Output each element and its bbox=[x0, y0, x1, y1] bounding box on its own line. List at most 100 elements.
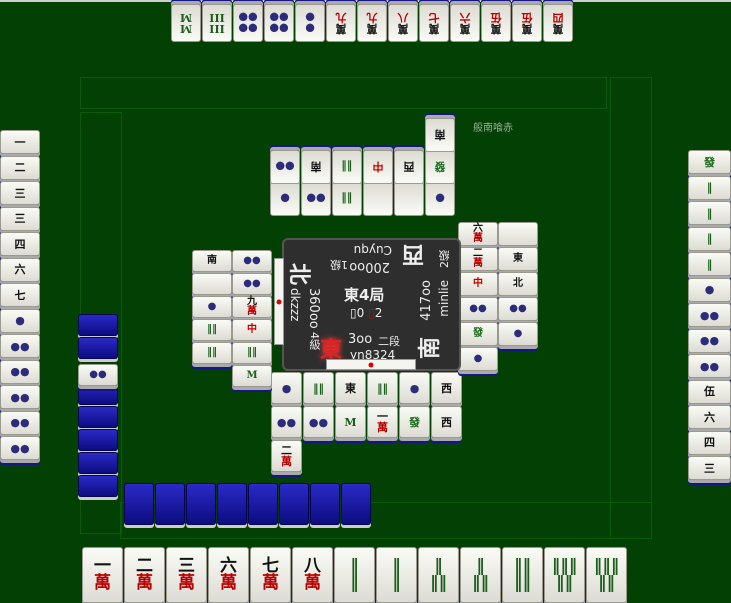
tile-face: ● bbox=[409, 381, 420, 395]
discard-tile: 西 bbox=[431, 406, 462, 438]
tile-face: 萬 bbox=[136, 573, 153, 593]
hand-tile[interactable]: ‖‖‖ bbox=[460, 547, 501, 603]
tile-face: 萬 bbox=[490, 22, 502, 35]
opponent-left-hand-tile: ●● bbox=[0, 410, 40, 435]
west-info: 西 200oo 1級 Cuyqu bbox=[314, 240, 424, 276]
hand-tile[interactable]: ‖‖ bbox=[376, 547, 417, 603]
discard-tile: 二萬 bbox=[458, 247, 498, 271]
hand-tile[interactable]: 二萬 bbox=[124, 547, 165, 603]
honba-count: 0 bbox=[356, 306, 365, 320]
opponent-left-hand-tile: 四 bbox=[0, 232, 40, 256]
opponent-top-hand-tile: 萬七 bbox=[419, 4, 449, 42]
discard-tile: 發 bbox=[425, 150, 455, 184]
tile-face: ● bbox=[305, 11, 315, 24]
tile-face: 南 bbox=[310, 160, 322, 174]
tile-face: ●● bbox=[276, 415, 297, 429]
tile-face: III bbox=[209, 22, 225, 35]
tile-face: 六 bbox=[704, 410, 715, 424]
tile-face: ‖‖‖ bbox=[593, 556, 620, 576]
riichi-stick-north bbox=[274, 258, 284, 345]
opponent-right-hand-tile: ‖ bbox=[688, 226, 731, 251]
discard-tile: ‖‖ bbox=[367, 372, 398, 404]
hand-tile[interactable]: ‖‖ bbox=[334, 547, 375, 603]
tile-face: ‖‖ bbox=[472, 573, 489, 593]
discard-tile bbox=[192, 273, 232, 295]
hand-tile[interactable]: 三萬 bbox=[166, 547, 207, 603]
tile-face: ●● bbox=[275, 160, 295, 174]
discard-tile: 北 bbox=[498, 272, 538, 296]
discard-tile: ●● bbox=[458, 297, 498, 321]
hand-tile[interactable]: 八萬 bbox=[292, 547, 333, 603]
tile-face: ● bbox=[305, 22, 315, 35]
tile-face: 萬 bbox=[377, 421, 388, 434]
tile-face: 一 bbox=[14, 135, 26, 149]
table-outline bbox=[120, 502, 652, 539]
tile-face: 中 bbox=[473, 278, 483, 289]
tile-face: ●● bbox=[10, 416, 30, 429]
tile-face: ‖ bbox=[706, 232, 713, 245]
tile-face: ‖ bbox=[706, 181, 713, 194]
tile-face: ●● bbox=[306, 192, 326, 206]
tile-face: ‖‖ bbox=[430, 573, 447, 593]
opponent-right-hand-tile: ● bbox=[688, 277, 731, 302]
tile-face: M bbox=[344, 415, 357, 429]
score-panel: 東4局 ▯0 ▯2 東 3oo 二段 yn8324 2級 417oo minli… bbox=[282, 238, 461, 371]
hand-tile[interactable]: 六萬 bbox=[208, 547, 249, 603]
opponent-top-hand-tile: 萬伍 bbox=[512, 4, 542, 42]
tile-face: 三 bbox=[178, 556, 195, 576]
tile-face: 中 bbox=[247, 324, 257, 335]
opponent-right-hand-tile: 三 bbox=[688, 456, 731, 480]
hand-tile[interactable]: ‖‖‖‖‖ bbox=[586, 547, 627, 603]
discard-tile: ●● bbox=[301, 182, 331, 216]
hand-tile[interactable]: ‖‖‖‖‖ bbox=[544, 547, 585, 603]
opponent-right-hand-tile: 伍 bbox=[688, 379, 731, 404]
wall-tile-back bbox=[78, 475, 118, 497]
rule-label: 般南喰赤 bbox=[473, 123, 513, 134]
tile-face: ● bbox=[15, 314, 25, 327]
tile-face: 萬 bbox=[94, 573, 111, 593]
tile-face: ●● bbox=[269, 11, 289, 24]
east-name: yn8324 bbox=[350, 348, 396, 362]
tile-face: 發 bbox=[704, 155, 715, 169]
tile-face: ‖ bbox=[392, 556, 401, 576]
tile-face: ● bbox=[513, 328, 523, 339]
tile-face: 九 bbox=[247, 296, 257, 307]
north-score: 360oo bbox=[306, 288, 321, 329]
discard-tile: ●● bbox=[271, 406, 302, 438]
tile-face: ●● bbox=[509, 303, 527, 314]
opponent-left-hand-tile: 一 bbox=[0, 130, 40, 154]
opponent-left-hand-tile: 七 bbox=[0, 283, 40, 307]
opponent-right-hand-tile: ‖ bbox=[688, 252, 731, 276]
tile-face: 萬 bbox=[281, 455, 292, 468]
west-name: Cuyqu bbox=[353, 243, 392, 257]
hand-tile[interactable]: 一萬 bbox=[82, 547, 123, 603]
tile-face: 伍 bbox=[704, 385, 715, 398]
discard-tile: ‖‖ bbox=[332, 182, 362, 216]
opponent-left-hand-tile: ●● bbox=[0, 359, 40, 384]
tile-face: ‖ bbox=[706, 257, 713, 271]
tile-face: 伍 bbox=[521, 11, 533, 24]
hand-tile[interactable]: 七萬 bbox=[250, 547, 291, 603]
tile-face: 萬 bbox=[521, 22, 533, 35]
tile-face: 發 bbox=[409, 415, 420, 429]
tile-face: 四 bbox=[14, 237, 26, 251]
opponent-right-hand-tile: ●● bbox=[688, 328, 731, 353]
discard-tile: 西 bbox=[394, 150, 424, 184]
tile-face: 萬 bbox=[459, 22, 471, 35]
tile-face: M bbox=[246, 370, 258, 381]
tile-face: 南 bbox=[207, 255, 217, 266]
tile-face: ● bbox=[473, 353, 483, 364]
tile-face: ‖ bbox=[706, 206, 713, 220]
tile-face: 萬 bbox=[473, 233, 483, 244]
tile-face: 一 bbox=[377, 410, 388, 423]
hand-tile[interactable]: ‖‖‖ bbox=[418, 547, 459, 603]
tile-face: 發 bbox=[434, 160, 446, 174]
tile-face: ●● bbox=[10, 339, 30, 353]
tile-face: 萬 bbox=[335, 22, 347, 35]
wall-tile-back bbox=[310, 483, 340, 525]
honba-stick-icon: ▯ bbox=[350, 306, 357, 320]
tile-face: ● bbox=[704, 283, 715, 296]
opponent-left-hand-tile: 三 bbox=[0, 181, 40, 205]
hand-tile[interactable]: ‖‖‖‖ bbox=[502, 547, 543, 603]
discard-tile: ●● bbox=[232, 273, 272, 295]
